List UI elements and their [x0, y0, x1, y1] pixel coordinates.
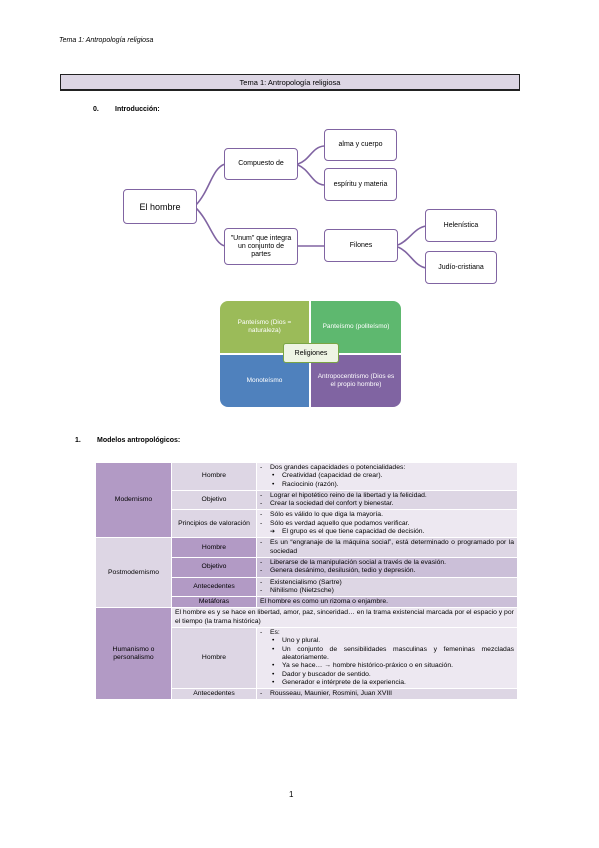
section-label: Modelos antropológicos:	[97, 437, 181, 444]
section-number: 1.	[75, 437, 81, 444]
concept-helenistica: Helenística	[425, 209, 497, 242]
list-item: Sólo es verdad aquello que podamos verif…	[260, 520, 514, 529]
quadrant-monoteismo: Monoteísmo	[220, 355, 309, 407]
table-row: Modernismo Hombre Dos grandes capacidade…	[96, 463, 517, 538]
row-label: Antecedentes	[172, 577, 256, 597]
running-header: Tema 1: Antropología religiosa	[59, 37, 154, 44]
connector-compuesto-espiritu	[297, 164, 325, 186]
page-number: 1	[289, 790, 294, 799]
list-item: El grupo es el que tiene capacidad de de…	[260, 528, 514, 537]
row-label: Objetivo	[172, 557, 256, 577]
row-label: Metáforas	[172, 597, 256, 608]
document-title: Tema 1: Antropología religiosa	[60, 74, 520, 91]
list-item: Un conjunto de sensibilidades masculinas…	[260, 646, 514, 663]
table-row: Hombre Es: Uno y plural. Un conjunto de …	[96, 628, 517, 689]
list-item: Creatividad (capacidad de crear).	[260, 472, 514, 481]
list-item: Nihilismo (Nietzsche)	[260, 587, 514, 596]
connector-root-unum	[195, 207, 226, 247]
models-table: Modernismo Hombre Dos grandes capacidade…	[95, 462, 518, 700]
quadrant-panteismo-naturaleza: Panteísmo (Dios = naturaleza)	[220, 301, 309, 353]
concept-alma-cuerpo: alma y cuerpo	[324, 129, 397, 161]
list-item: Rousseau, Maunier, Rosmini, Juan XVIII	[260, 690, 514, 699]
list-item: Es un “engranaje de la máquina social”, …	[260, 539, 514, 556]
concept-map-connectors	[195, 145, 427, 269]
row-content: El hombre es como un rizoma o enjambre.	[257, 597, 517, 608]
table-row: Objetivo Liberarse de la manipulación so…	[96, 557, 517, 577]
table-row: Antecedentes Existencialismo (Sartre) Ni…	[96, 577, 517, 597]
list-item: Sólo es válido lo que diga la mayoría.	[260, 511, 514, 520]
row-label: Objetivo	[172, 490, 256, 510]
religiones-center-label: Religiones	[283, 343, 339, 363]
connector-root-compuesto	[195, 163, 226, 206]
connector-compuesto-alma	[297, 145, 325, 165]
list-item: Liberarse de la manipulación social a tr…	[260, 559, 514, 568]
list-item: Raciocinio (razón).	[260, 481, 514, 490]
group-humanismo: Humanismo o personalismo	[96, 608, 171, 700]
list-item: Ya se hace… → hombre histórico-práxico o…	[260, 662, 514, 671]
concept-judio-cristiana: Judío-cristiana	[425, 251, 497, 284]
row-label: Antecedentes	[172, 689, 256, 700]
concept-compuesto-de: Compuesto de	[224, 148, 298, 180]
concept-filones: Filones	[324, 229, 398, 262]
row-content: Liberarse de la manipulación social a tr…	[257, 557, 517, 577]
group-postmodernismo: Postmodernismo	[96, 538, 171, 608]
concept-root-el-hombre: El hombre	[123, 189, 197, 224]
row-content: Dos grandes capacidades o potencialidade…	[257, 463, 517, 490]
row-content: Es: Uno y plural. Un conjunto de sensibi…	[257, 628, 517, 689]
list-item: Dador y buscador de sentido.	[260, 671, 514, 680]
concept-unum: "Unum" que integra un conjunto de partes	[224, 228, 298, 265]
row-label: Hombre	[172, 628, 256, 689]
table-row: Metáforas El hombre es como un rizoma o …	[96, 597, 517, 608]
table-row: Principios de valoración Sólo es válido …	[96, 510, 517, 538]
list-item: Dos grandes capacidades o potencialidade…	[260, 464, 514, 473]
list-item: Genera desánimo, desilusión, tedio y dep…	[260, 567, 514, 576]
section-1-heading: 1. Modelos antropológicos:	[75, 437, 180, 444]
list-item: Crear la sociedad del confort y bienesta…	[260, 500, 514, 509]
quadrant-antropocentrismo: Antropocentrismo (Dios es el propio homb…	[311, 355, 401, 407]
connector-filones-helenistica	[397, 225, 427, 246]
list-item: Uno y plural.	[260, 637, 514, 646]
connector-filones-judio	[397, 246, 427, 269]
row-label: Hombre	[172, 463, 256, 490]
section-0-heading: 0. Introducción:	[93, 106, 160, 113]
row-content: Lograr el hipotético reino de la liberta…	[257, 490, 517, 510]
section-label: Introducción:	[115, 106, 160, 113]
row-label: Principios de valoración	[172, 510, 256, 538]
table-row: Objetivo Lograr el hipotético reino de l…	[96, 490, 517, 510]
list-item: Es:	[260, 629, 514, 638]
row-label: Hombre	[172, 538, 256, 557]
table-row: Humanismo o personalismo El hombre es y …	[96, 608, 517, 700]
table-row: Antecedentes Rousseau, Maunier, Rosmini,…	[96, 689, 517, 700]
list-item: Generador e intérprete de la experiencia…	[260, 679, 514, 688]
table-row: Postmodernismo Hombre Es un “engranaje d…	[96, 538, 517, 608]
section-number: 0.	[93, 106, 99, 113]
row-content: Es un “engranaje de la máquina social”, …	[257, 538, 517, 557]
row-content: Rousseau, Maunier, Rosmini, Juan XVIII	[257, 689, 517, 700]
group-modernismo: Modernismo	[96, 463, 171, 538]
row-content: Existencialismo (Sartre) Nihilismo (Niet…	[257, 577, 517, 597]
concept-espiritu-materia: espíritu y materia	[324, 168, 397, 201]
row-content: El hombre es y se hace en libertad, amor…	[172, 608, 517, 628]
list-item: Existencialismo (Sartre)	[260, 579, 514, 588]
row-content: Sólo es válido lo que diga la mayoría. S…	[257, 510, 517, 538]
list-item: Lograr el hipotético reino de la liberta…	[260, 492, 514, 501]
